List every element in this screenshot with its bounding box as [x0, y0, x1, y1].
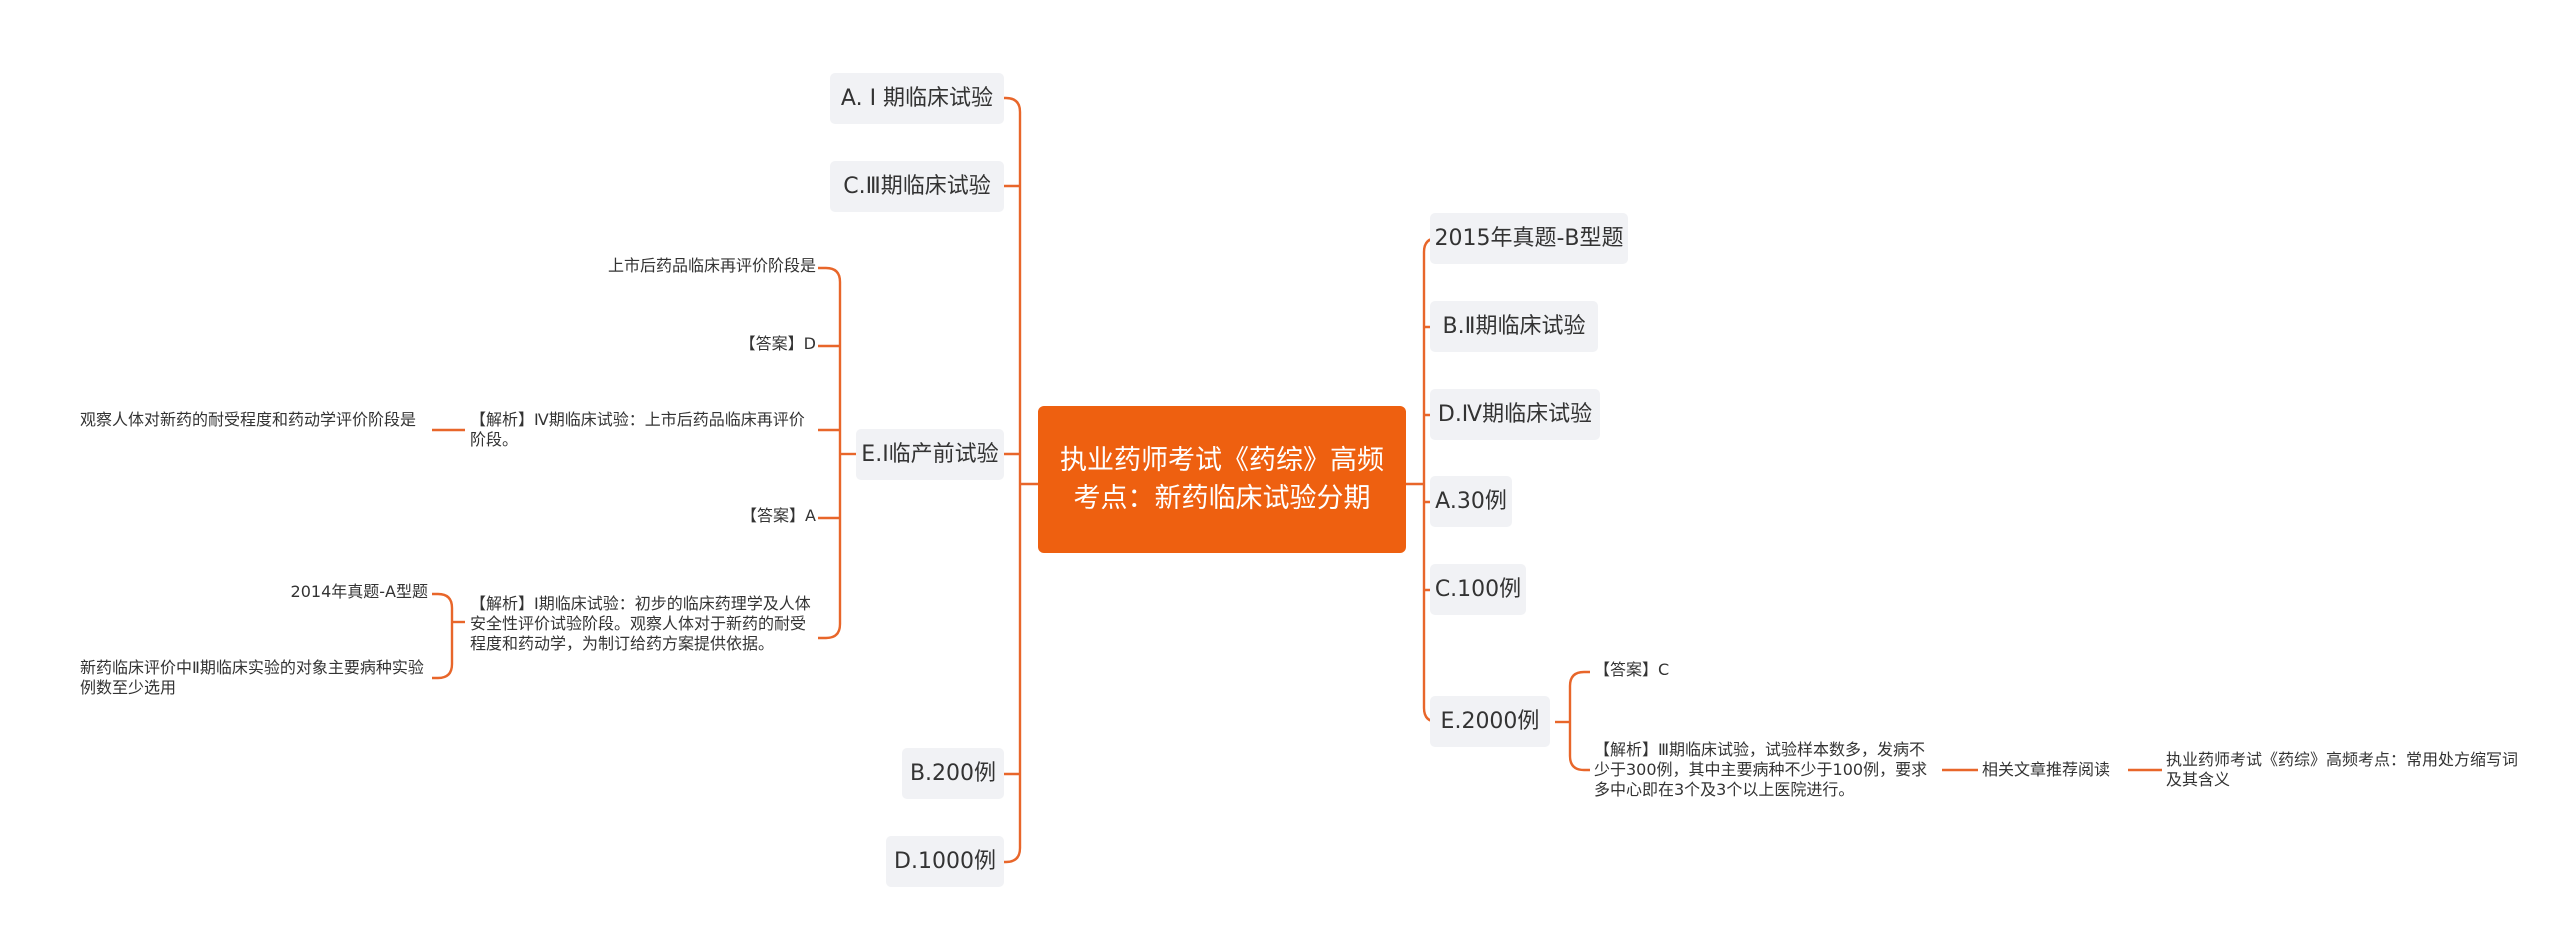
leaf-related-reading[interactable]: 相关文章推荐阅读: [1982, 760, 2111, 779]
node-b-phase2[interactable]: B.Ⅱ期临床试验: [1430, 301, 1598, 352]
node-a-phase1[interactable]: A. Ⅰ 期临床试验: [830, 73, 1004, 124]
node-c-phase3[interactable]: C.Ⅲ期临床试验: [830, 161, 1004, 212]
leaf-answer-d[interactable]: 【答案】D: [739, 334, 816, 353]
node-b-200[interactable]: B.200例: [902, 748, 1004, 799]
leaf-question-post-market[interactable]: 上市后药品临床再评价阶段是: [607, 256, 816, 275]
leaf-year-2014[interactable]: 2014年真题-A型题: [290, 582, 428, 601]
root-title: 执业药师考试《药综》高频考点：新药临床试验分期: [1060, 444, 1384, 514]
leaf-answer-a[interactable]: 【答案】A: [741, 506, 816, 525]
leaf-answer-c[interactable]: 【答案】C: [1594, 660, 1670, 679]
node-d-1000[interactable]: D.1000例: [886, 836, 1004, 887]
root-topic[interactable]: 执业药师考试《药综》高频考点：新药临床试验分期: [1038, 406, 1406, 553]
node-a-30[interactable]: A.30例: [1430, 476, 1512, 527]
node-d-phase4[interactable]: D.Ⅳ期临床试验: [1430, 389, 1600, 440]
node-c-100[interactable]: C.100例: [1430, 564, 1526, 615]
leaf-question-cases[interactable]: 新药临床评价中Ⅱ期临床实验的对象主要病种实验例数至少选用: [80, 658, 424, 697]
node-e-preclinical[interactable]: E.Ⅰ临产前试验: [856, 429, 1004, 480]
leaf-analysis-phase3[interactable]: 【解析】Ⅲ期临床试验，试验样本数多，发病不少于300例，其中主要病种不少于100…: [1594, 740, 1928, 799]
leaf-question-tolerance[interactable]: 观察人体对新药的耐受程度和药动学评价阶段是: [80, 410, 417, 429]
leaf-related-article[interactable]: 执业药师考试《药综》高频考点：常用处方缩写词及其含义: [2166, 750, 2519, 789]
leaf-analysis-phase1[interactable]: 【解析】Ⅰ期临床试验：初步的临床药理学及人体安全性评价试验阶段。观察人体对于新药…: [470, 594, 811, 653]
node-year-2015[interactable]: 2015年真题-B型题: [1430, 213, 1628, 264]
node-e-2000[interactable]: E.2000例: [1430, 696, 1550, 747]
leaf-analysis-phase4[interactable]: 【解析】Ⅳ期临床试验：上市后药品临床再评价阶段。: [470, 410, 805, 449]
